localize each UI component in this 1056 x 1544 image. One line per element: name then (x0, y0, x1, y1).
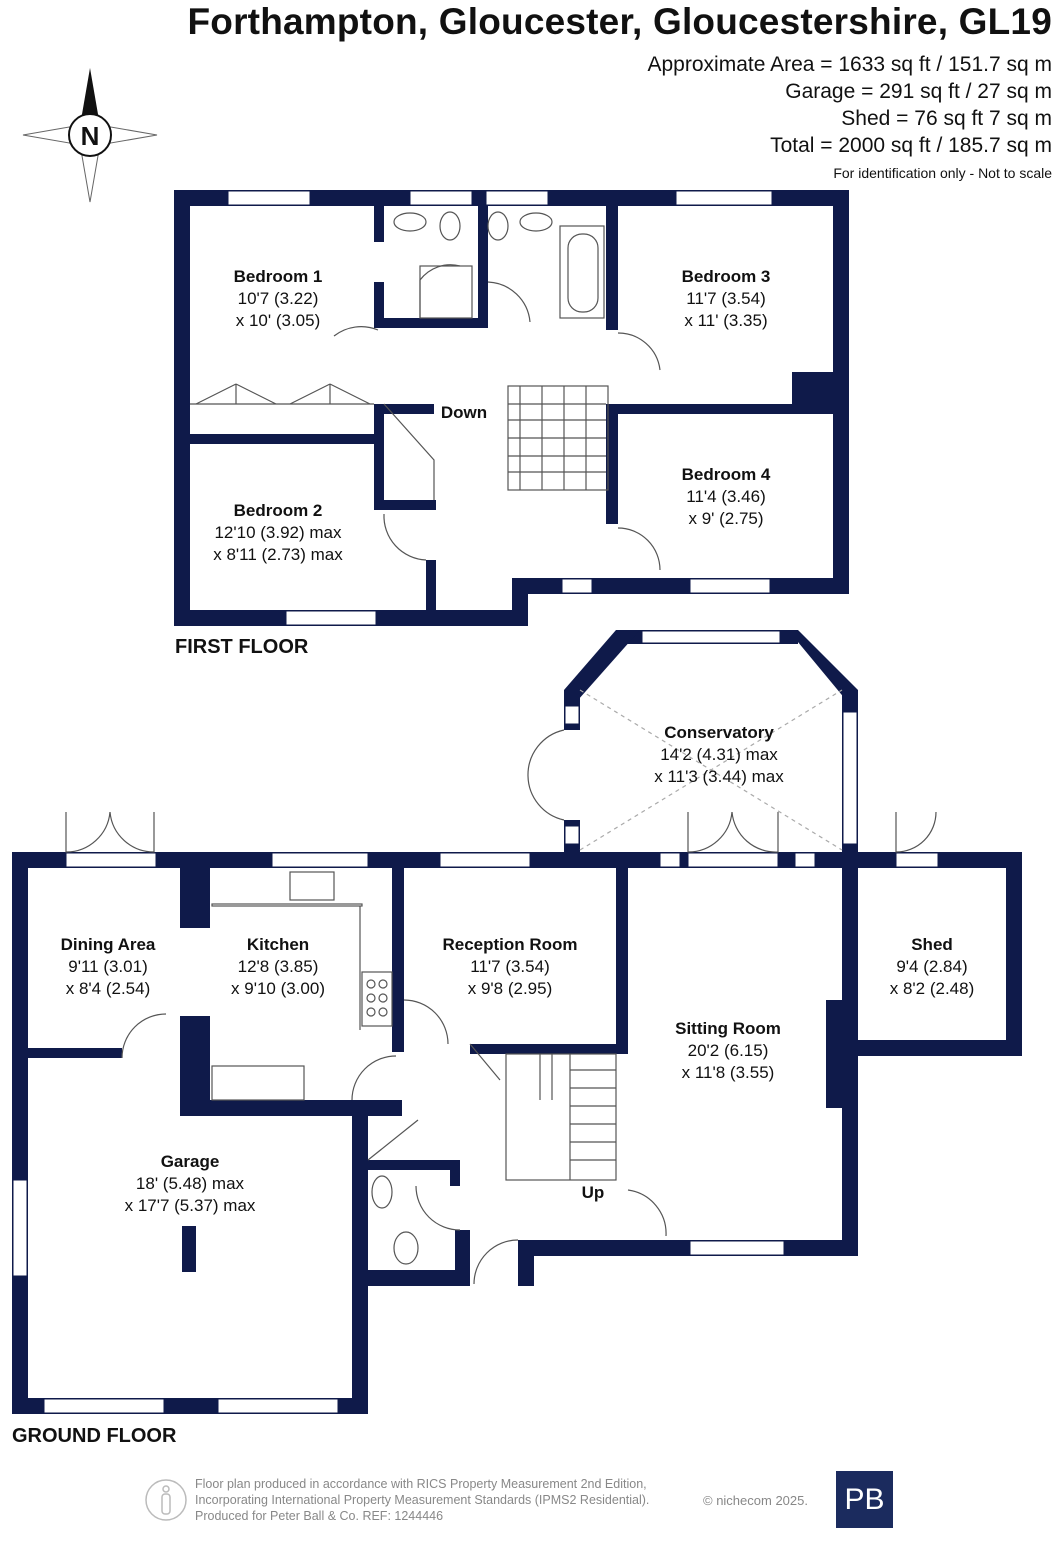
svg-text:x 8'11 (2.73) max: x 8'11 (2.73) max (213, 545, 343, 564)
svg-text:x 11'8 (3.55): x 11'8 (3.55) (682, 1063, 775, 1082)
room-shed: Shed 9'4 (2.84) x 8'2 (2.48) (890, 935, 975, 998)
room-bedroom-2: Bedroom 2 12'10 (3.92) max x 8'11 (2.73)… (213, 501, 343, 564)
svg-text:Kitchen: Kitchen (247, 935, 309, 954)
room-dining-area: Dining Area 9'11 (3.01) x 8'4 (2.54) (61, 935, 156, 998)
svg-text:11'4 (3.46): 11'4 (3.46) (686, 487, 765, 506)
footer-line-3: Produced for Peter Ball & Co. REF: 12444… (195, 1509, 444, 1523)
svg-text:18' (5.48) max: 18' (5.48) max (136, 1174, 245, 1193)
compass-north-label: N (81, 121, 100, 151)
pb-logo: PB (836, 1471, 893, 1528)
svg-text:x 8'2 (2.48): x 8'2 (2.48) (890, 979, 975, 998)
svg-text:10'7 (3.22): 10'7 (3.22) (238, 289, 319, 308)
svg-text:9'11 (3.01): 9'11 (3.01) (68, 957, 147, 976)
svg-text:Garage: Garage (161, 1152, 220, 1171)
footer-line-1: Floor plan produced in accordance with R… (195, 1477, 647, 1491)
area-total: Total = 2000 sq ft / 185.7 sq m (770, 134, 1052, 157)
room-bedroom-1: Bedroom 1 10'7 (3.22) x 10' (3.05) (234, 267, 323, 330)
room-bedroom-4: Bedroom 4 11'4 (3.46) x 9' (2.75) (682, 465, 771, 528)
area-approximate: Approximate Area = 1633 sq ft / 151.7 sq… (647, 53, 1053, 76)
footer-line-2: Incorporating International Property Mea… (195, 1493, 650, 1507)
ground-floor-walls (12, 630, 1022, 1414)
svg-text:x 17'7 (5.37) max: x 17'7 (5.37) max (125, 1196, 256, 1215)
stairs-up-label: Up (582, 1183, 605, 1202)
svg-text:11'7 (3.54): 11'7 (3.54) (470, 957, 549, 976)
compass-icon: N (22, 68, 158, 203)
svg-text:9'4 (2.84): 9'4 (2.84) (896, 957, 967, 976)
svg-text:12'8 (3.85): 12'8 (3.85) (238, 957, 319, 976)
svg-text:x 11'3 (3.44) max: x 11'3 (3.44) max (654, 767, 784, 786)
page-title: Forthampton, Gloucester, Gloucestershire… (187, 1, 1052, 42)
room-conservatory: Conservatory 14'2 (4.31) max x 11'3 (3.4… (654, 723, 784, 786)
svg-text:Bedroom 3: Bedroom 3 (682, 267, 771, 286)
svg-text:Bedroom 1: Bedroom 1 (234, 267, 323, 286)
svg-text:x 9'8 (2.95): x 9'8 (2.95) (468, 979, 553, 998)
svg-text:Shed: Shed (911, 935, 953, 954)
accessibility-person-icon (145, 1479, 187, 1521)
room-garage: Garage 18' (5.48) max x 17'7 (5.37) max (125, 1152, 256, 1215)
svg-text:11'7 (3.54): 11'7 (3.54) (686, 289, 765, 308)
first-floor-fixtures (190, 211, 661, 571)
area-shed: Shed = 76 sq ft 7 sq m (841, 107, 1052, 130)
ground-floor-fixtures (65, 689, 937, 1285)
room-sitting-room: Sitting Room 20'2 (6.15) x 11'8 (3.55) (675, 1019, 781, 1082)
stairs-down-label: Down (441, 403, 487, 422)
svg-text:20'2 (6.15): 20'2 (6.15) (688, 1041, 769, 1060)
svg-text:x 9' (2.75): x 9' (2.75) (688, 509, 763, 528)
svg-text:12'10 (3.92) max: 12'10 (3.92) max (214, 523, 342, 542)
ground-floor-label: GROUND FLOOR (12, 1425, 177, 1447)
svg-text:14'2 (4.31) max: 14'2 (4.31) max (660, 745, 778, 764)
area-garage: Garage = 291 sq ft / 27 sq m (785, 80, 1052, 103)
svg-text:x 8'4 (2.54): x 8'4 (2.54) (66, 979, 151, 998)
svg-text:x 11' (3.35): x 11' (3.35) (684, 311, 767, 330)
room-bedroom-3: Bedroom 3 11'7 (3.54) x 11' (3.35) (682, 267, 771, 330)
svg-text:Conservatory: Conservatory (664, 723, 774, 742)
svg-text:Sitting Room: Sitting Room (675, 1019, 781, 1038)
footer-text: Floor plan produced in accordance with R… (195, 1476, 649, 1524)
svg-text:Bedroom 4: Bedroom 4 (682, 465, 771, 484)
copyright: © nichecom 2025. (703, 1493, 808, 1508)
svg-text:Bedroom 2: Bedroom 2 (234, 501, 323, 520)
room-kitchen: Kitchen 12'8 (3.85) x 9'10 (3.00) (231, 935, 325, 998)
room-reception-room: Reception Room 11'7 (3.54) x 9'8 (2.95) (442, 935, 577, 998)
svg-text:Dining Area: Dining Area (61, 935, 156, 954)
svg-text:x 9'10 (3.00): x 9'10 (3.00) (231, 979, 325, 998)
first-floor-label: FIRST FLOOR (175, 636, 309, 658)
svg-text:x 10' (3.05): x 10' (3.05) (236, 311, 321, 330)
svg-text:Reception Room: Reception Room (442, 935, 577, 954)
identification-note: For identification only - Not to scale (833, 165, 1052, 181)
